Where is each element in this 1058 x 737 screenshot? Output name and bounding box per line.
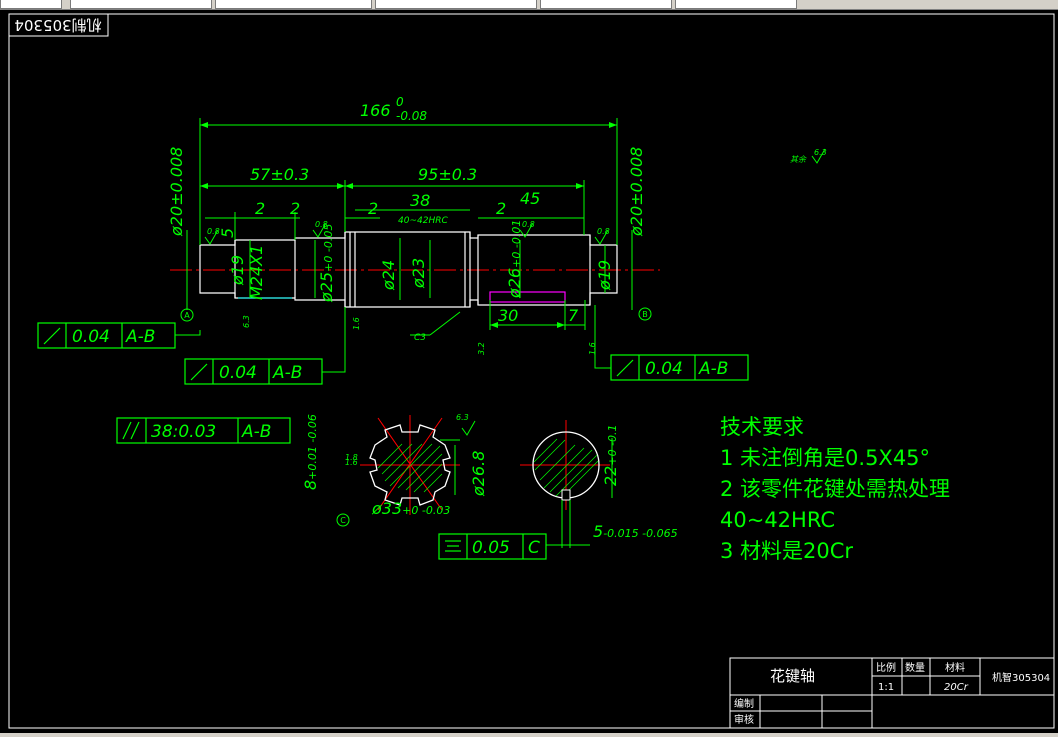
dim-m24: M24X1 bbox=[247, 245, 266, 300]
dim-hardness-small: 40~42HRC bbox=[398, 216, 448, 226]
title-drawing-no: 机智305304 bbox=[992, 671, 1050, 684]
tol-frame-2-datum: A-B bbox=[272, 363, 302, 383]
window-tab-1[interactable] bbox=[0, 0, 62, 9]
datum-c-circle bbox=[336, 513, 350, 527]
dim-45: 45 bbox=[520, 189, 540, 208]
tab-strip bbox=[0, 0, 1058, 10]
roughness-9: 1.6 bbox=[352, 317, 361, 330]
keyway-section bbox=[520, 420, 613, 548]
tolerance-frames bbox=[37, 322, 749, 560]
dim-7: 7 bbox=[568, 306, 579, 325]
title-check: 审核 bbox=[734, 713, 754, 726]
dim-phi20-left: ø20±0.008 bbox=[167, 147, 186, 237]
stamp-box bbox=[8, 13, 109, 37]
tol-frame-4-value: 38:0.03 bbox=[151, 422, 216, 442]
tech-line-4: 3 材料是20Cr bbox=[720, 539, 854, 563]
roughness-2: 0.8 bbox=[315, 220, 328, 229]
tol-frame-5-value: 0.05 bbox=[472, 538, 510, 558]
datum-c: C bbox=[340, 516, 346, 525]
dim-30: 30 bbox=[498, 306, 518, 325]
window-tab-6[interactable] bbox=[675, 0, 797, 9]
roughness-8: 6.3 bbox=[242, 315, 251, 328]
dim-overall-sup: 0 bbox=[396, 95, 404, 109]
dim-phi26-8: ø26.8 bbox=[469, 451, 488, 497]
stamp-text: 机制305304 bbox=[14, 16, 101, 34]
dimension-arrows bbox=[200, 122, 617, 328]
window-tab-5[interactable] bbox=[540, 0, 672, 9]
title-part-name: 花键轴 bbox=[770, 667, 815, 685]
tol-frame-1-datum: A-B bbox=[125, 327, 155, 347]
window-tab-4[interactable] bbox=[375, 0, 537, 9]
spline-section bbox=[360, 415, 460, 515]
dim-five: 5 bbox=[218, 228, 237, 238]
shaft-main-view bbox=[170, 231, 660, 308]
datum-b: B bbox=[642, 310, 648, 319]
dim-phi24: ø24 bbox=[379, 260, 398, 291]
roughness-3: 0.8 bbox=[522, 220, 535, 229]
cad-drawing: 机制305304 bbox=[8, 13, 1055, 729]
roughness-4: 0.8 bbox=[597, 227, 610, 236]
dim-c3: C3 bbox=[414, 333, 426, 343]
dim-right-len: 95±0.3 bbox=[418, 165, 477, 184]
tech-heading: 技术要求 bbox=[720, 415, 804, 439]
title-material: 20Cr bbox=[944, 682, 969, 693]
roughness-rest-value: 6.3 bbox=[814, 148, 827, 157]
title-block bbox=[729, 657, 1055, 729]
roughness-symbols bbox=[204, 148, 826, 436]
dim-2a: 2 bbox=[255, 199, 265, 218]
roughness-6: 3.2 bbox=[477, 342, 486, 355]
title-h-material: 材料 bbox=[945, 661, 965, 674]
dimension-lines bbox=[175, 118, 633, 373]
roughness-rest-label: 其余 bbox=[790, 155, 807, 164]
roughness-5: 6.3 bbox=[456, 413, 469, 422]
dim-phi23: ø23 bbox=[409, 258, 428, 289]
dim-38: 38 bbox=[410, 191, 430, 210]
tol-frame-3-datum: A-B bbox=[698, 359, 728, 379]
tol-frame-4-datum: A-B bbox=[241, 422, 271, 442]
title-h-qty: 数量 bbox=[905, 661, 925, 674]
roughness-7: 1.6 bbox=[588, 342, 597, 355]
tech-line-3: 40~42HRC bbox=[720, 508, 836, 532]
window-tab-3[interactable] bbox=[215, 0, 372, 9]
dim-phi25: ø25+0 -0.05 bbox=[317, 224, 336, 303]
dim-five-kw: 5-0.015 -0.065 bbox=[593, 522, 678, 541]
drawing-frame bbox=[8, 13, 1055, 729]
dim-overall: 166 bbox=[360, 101, 391, 120]
tol-frame-3-value: 0.04 bbox=[645, 359, 683, 379]
title-draw: 编制 bbox=[734, 697, 754, 710]
tech-line-2: 2 该零件花键处需热处理 bbox=[720, 477, 951, 501]
dim-2d: 2 bbox=[496, 199, 506, 218]
dim-twentytwo: 22+0 -0.1 bbox=[601, 424, 620, 486]
dim-2c: 2 bbox=[368, 199, 378, 218]
drawing-viewport[interactable]: 机制305304 bbox=[0, 10, 1058, 733]
dim-phi19: ø19 bbox=[595, 260, 614, 291]
roughness-1: 0.8 bbox=[207, 227, 220, 236]
datum-a: A bbox=[184, 311, 190, 320]
title-h-scale: 比例 bbox=[876, 661, 896, 674]
roughness-11: 1.8 bbox=[345, 453, 358, 462]
tol-frame-1-value: 0.04 bbox=[72, 327, 110, 347]
datum-a-circle bbox=[180, 308, 194, 322]
title-scale: 1:1 bbox=[878, 682, 894, 693]
tech-line-1: 1 未注倒角是0.5X45° bbox=[720, 446, 931, 470]
dim-eight: 8+0.01 -0.06 bbox=[301, 414, 320, 490]
tol-frame-5-datum: C bbox=[528, 538, 540, 558]
dim-phi19b: ø19 bbox=[228, 255, 247, 286]
roughness-10: 1.6 bbox=[345, 458, 358, 467]
dim-phi26: ø26+0 -0.01 bbox=[505, 220, 524, 299]
datum-b-circle bbox=[638, 307, 652, 321]
dim-phi20-right: ø20±0.008 bbox=[627, 147, 646, 237]
dim-2b: 2 bbox=[290, 199, 300, 218]
dim-left-len: 57±0.3 bbox=[250, 165, 309, 184]
dim-phi33: ø33+0 -0.03 bbox=[371, 499, 450, 518]
dim-overall-sub: -0.08 bbox=[396, 109, 427, 123]
tech-requirements: 技术要求 1 未注倒角是0.5X45° 2 该零件花键处需热处理 40~42HR… bbox=[720, 412, 950, 567]
window-tab-2[interactable] bbox=[70, 0, 212, 9]
tol-frame-2-value: 0.04 bbox=[219, 363, 257, 383]
